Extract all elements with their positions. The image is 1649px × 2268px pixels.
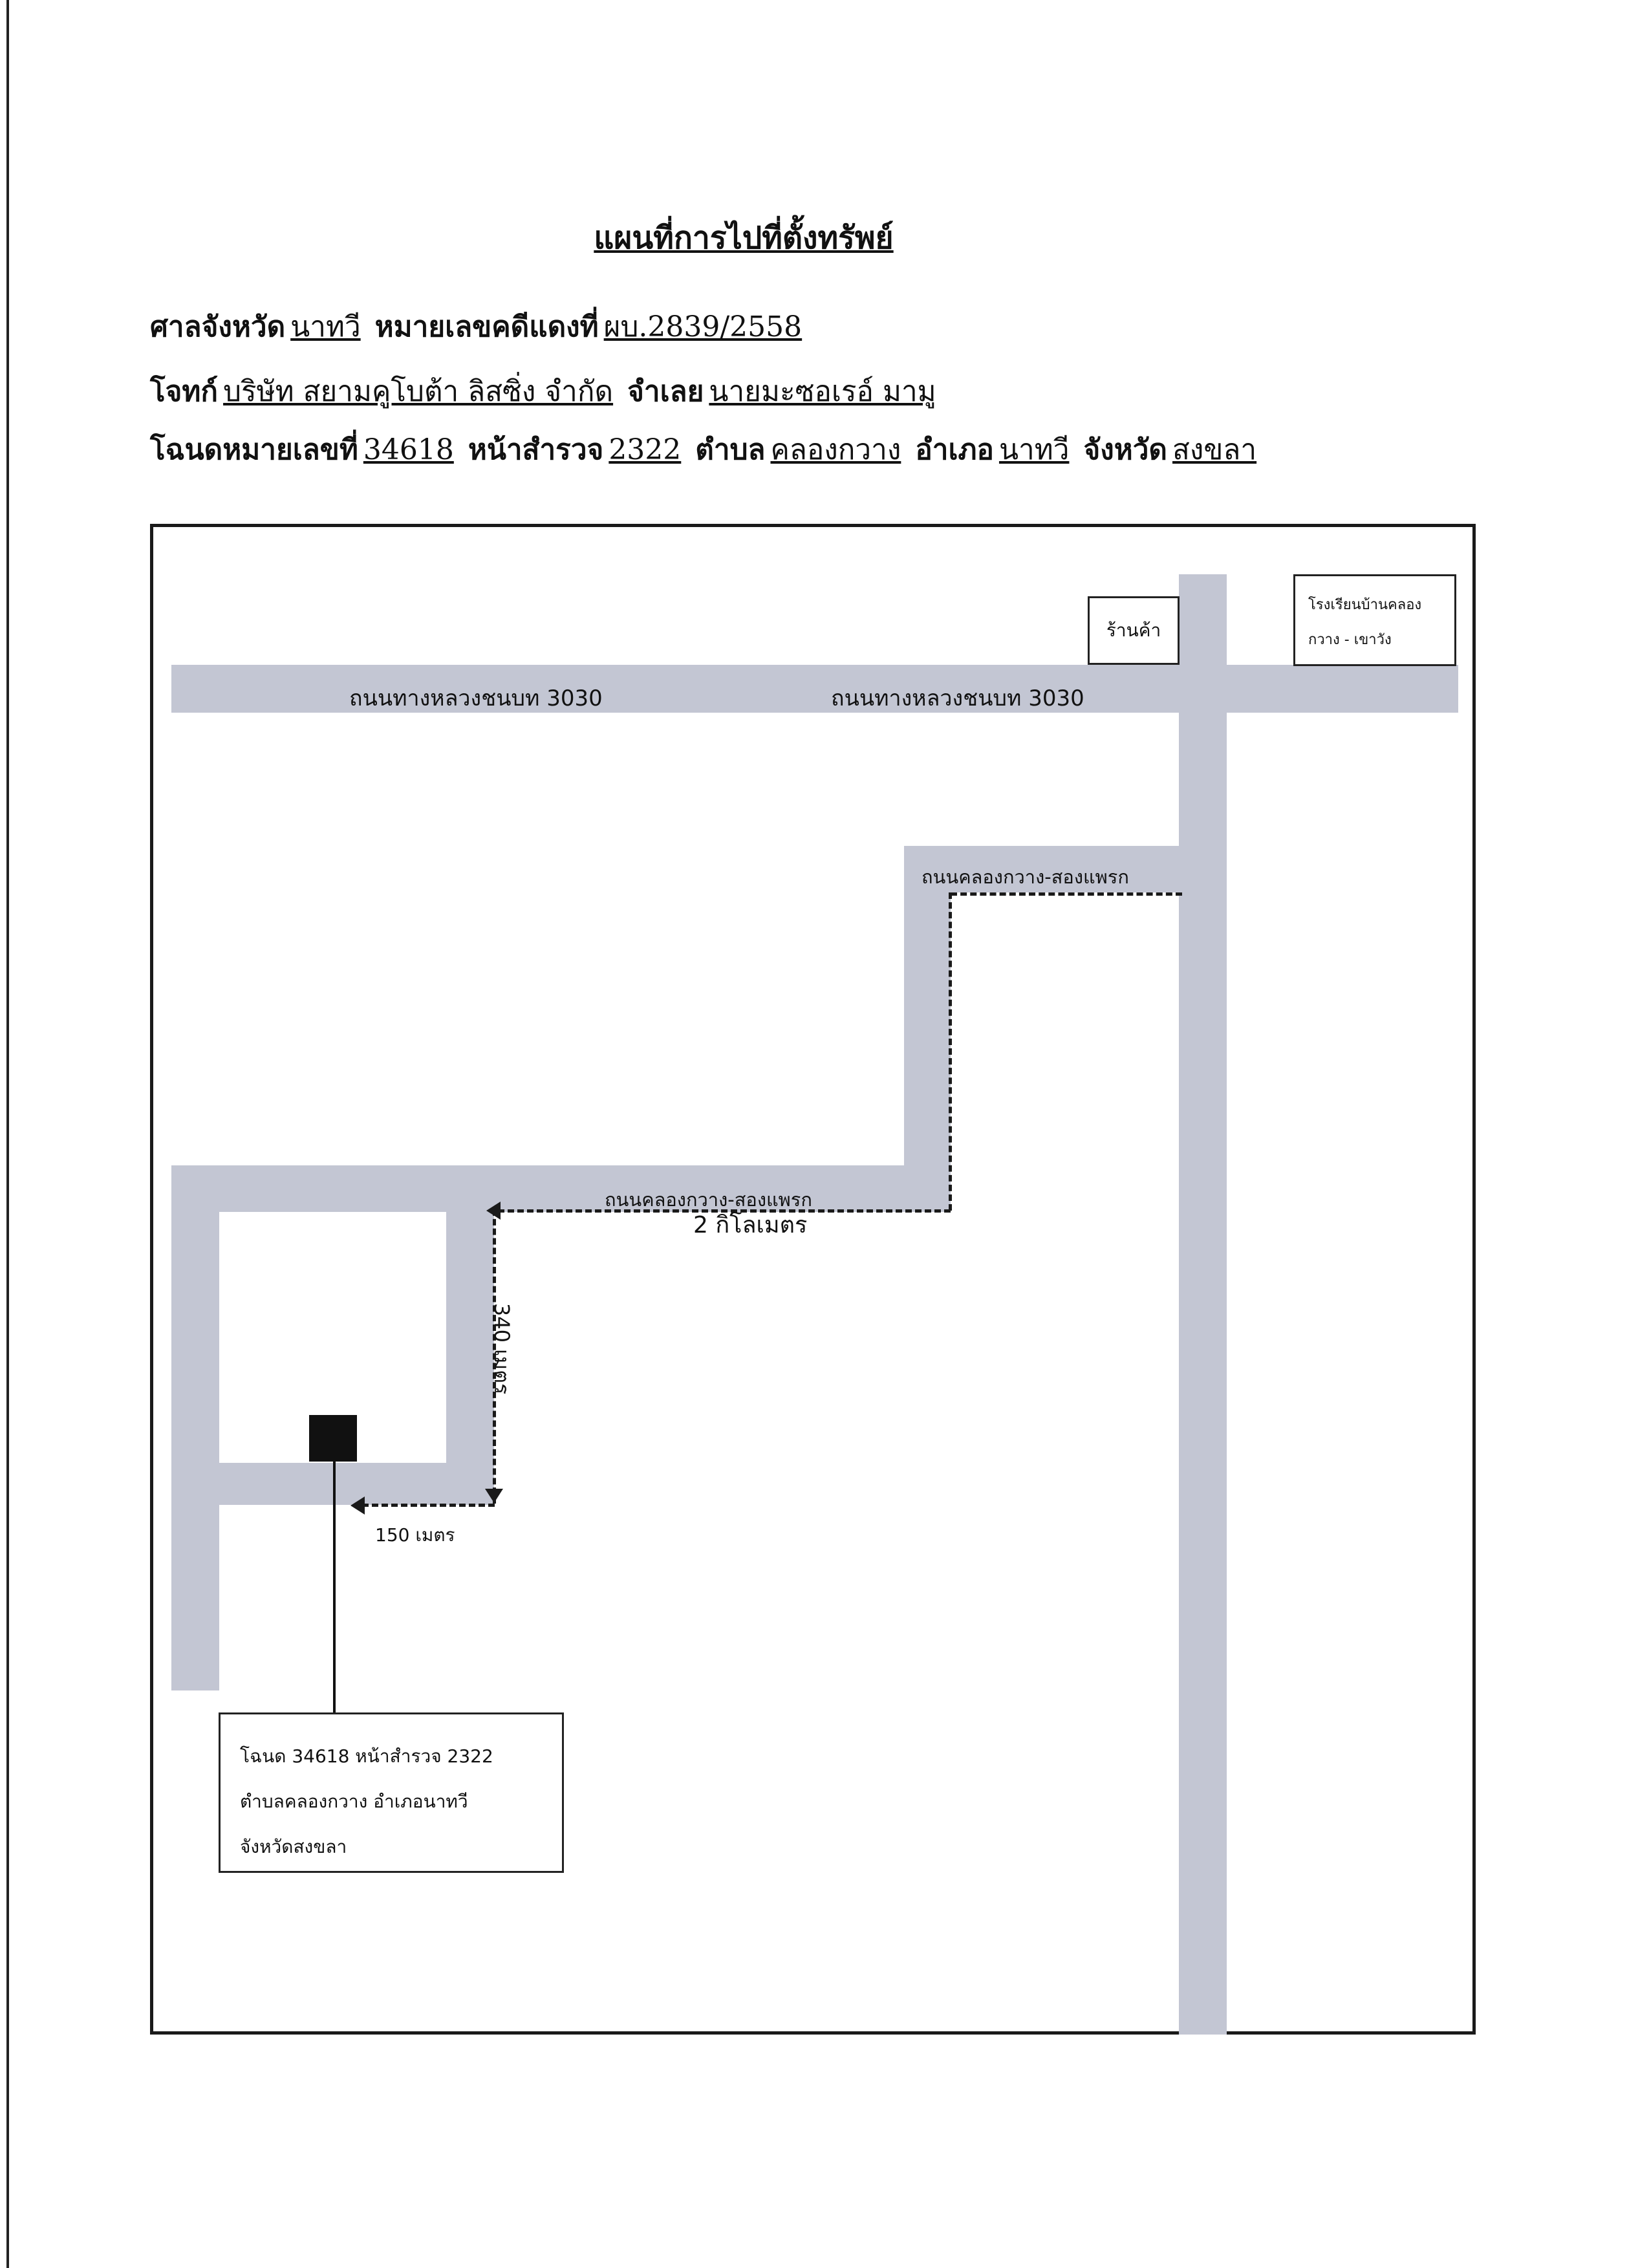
distance-2km-label: 2 กิโลเมตร: [693, 1212, 808, 1238]
arrow-down-icon: [485, 1489, 503, 1503]
court-value: นาทวี: [290, 310, 361, 343]
case-no-label: หมายเลขคดีแดงที่: [374, 310, 599, 343]
plaintiff-label: โจทก์: [150, 375, 219, 408]
distance-150m-label: 150 เมตร: [375, 1524, 455, 1546]
deed-value: 34618: [363, 433, 454, 466]
school-label-line2: กวาง - เขาวัง: [1308, 632, 1392, 648]
highway-label-left: ถนนทางหลวงชนบท 3030: [349, 686, 603, 711]
route-vertical-dash: [949, 892, 952, 1211]
distance-340m-label: 340 เมตร: [490, 1302, 515, 1395]
subdistrict-label: ตำบล: [695, 433, 766, 466]
plot-info-line1: โฉนด 34618 หน้าสำรวจ 2322: [240, 1745, 493, 1767]
case-line: ศาลจังหวัดนาทวี หมายเลขคดีแดงที่ผบ.2839/…: [150, 304, 807, 349]
plot-info-line3: จังหวัดสงขลา: [240, 1836, 347, 1857]
arrow-left-icon: [486, 1202, 501, 1220]
vertical-main-road: [1179, 574, 1227, 2035]
district-label: อำเภอ: [915, 433, 994, 466]
court-label: ศาลจังหวัด: [150, 310, 286, 343]
route-340m-dash: [493, 1209, 496, 1504]
klong-road-vertical-segment: [904, 846, 951, 1212]
klong-road-upper-segment: [904, 846, 1202, 892]
defendant-label: จำเลย: [627, 375, 704, 408]
school-label-line1: โรงเรียนบ้านคลอง: [1308, 597, 1422, 613]
plaintiff-value: บริษัท สยามคูโบต้า ลิสซิ่ง จำกัด: [223, 375, 614, 408]
route-150m-dash: [362, 1504, 495, 1507]
route-lower-dash: [498, 1209, 951, 1213]
map-frame: [150, 524, 1476, 2035]
deed-label: โฉนดหมายเลขที่: [150, 433, 358, 466]
shop-label: ร้านค้า: [1106, 620, 1161, 641]
left-loop-road: [171, 1165, 219, 1690]
property-marker: [309, 1415, 357, 1462]
plot-info-box: โฉนด 34618 หน้าสำรวจ 2322 ตำบลคลองกวาง อ…: [219, 1712, 564, 1873]
school-box: โรงเรียนบ้านคลอง กวาง - เขาวัง: [1293, 574, 1456, 666]
bottom-loop-road: [171, 1463, 494, 1505]
province-value: สงขลา: [1172, 433, 1257, 466]
survey-label: หน้าสำรวจ: [468, 433, 604, 466]
district-value: นาทวี: [998, 433, 1070, 466]
shop-box: ร้านค้า: [1088, 596, 1180, 665]
klong-road-label-lower: ถนนคลองกวาง-สองแพรก: [605, 1189, 812, 1211]
page-edge-line: [6, 0, 9, 2268]
route-upper-dash: [951, 892, 1182, 896]
klong-road-lower-segment: [171, 1165, 951, 1212]
arrow-left-end-icon: [350, 1496, 365, 1515]
page-title: แผนที่การไปที่ตั้งทรัพย์: [594, 220, 894, 256]
defendant-value: นายมะซอเรอ์ มามู: [709, 375, 936, 408]
highway-3030-road: [171, 665, 1458, 713]
subdistrict-value: คลองกวาง: [770, 433, 901, 466]
survey-value: 2322: [609, 433, 682, 466]
klong-road-label-upper: ถนนคลองกวาง-สองแพรก: [921, 866, 1129, 888]
case-no-value: ผบ.2839/2558: [603, 310, 803, 343]
parties-line: โจทก์บริษัท สยามคูโบต้า ลิสซิ่ง จำกัด จำ…: [150, 369, 942, 414]
plot-info-line2: ตำบลคลองกวาง อำเภอนาทวี: [240, 1791, 468, 1812]
highway-label-right: ถนนทางหลวงชนบท 3030: [831, 686, 1084, 711]
property-pointer-line: [333, 1462, 336, 1712]
inner-loop-road: [446, 1165, 494, 1505]
province-label: จังหวัด: [1083, 433, 1168, 466]
